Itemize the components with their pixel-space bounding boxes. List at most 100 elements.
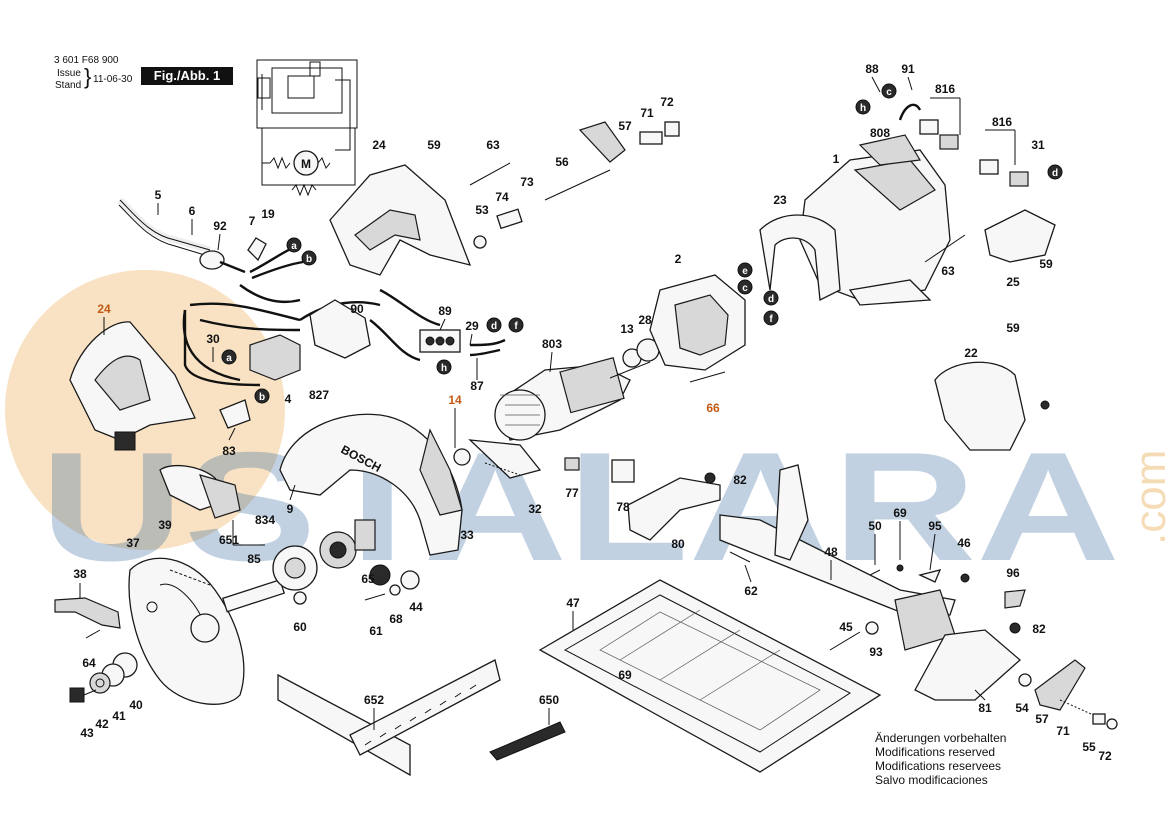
switch xyxy=(249,334,301,381)
bracket-81 xyxy=(914,629,1021,701)
svg-text:29: 29 xyxy=(465,319,479,333)
svg-text:23: 23 xyxy=(773,193,787,207)
screw-59-right xyxy=(1040,400,1050,410)
svg-text:650: 650 xyxy=(539,693,559,707)
part-96 xyxy=(1004,589,1026,609)
svg-text:827: 827 xyxy=(309,388,329,402)
connection-markers: a b a b d f h e c d f c h d xyxy=(221,83,1063,404)
power-cord xyxy=(117,197,304,280)
screw-82 xyxy=(704,472,716,484)
screw-45 xyxy=(829,631,861,651)
svg-text:95: 95 xyxy=(928,519,942,533)
washer-93 xyxy=(865,621,879,635)
svg-text:71: 71 xyxy=(640,106,654,120)
upper-blade-guard: BOSCH xyxy=(279,413,463,556)
lever-57-right xyxy=(1034,659,1086,711)
svg-text:6: 6 xyxy=(189,204,196,218)
motor-symbol: M xyxy=(301,157,311,171)
svg-text:55: 55 xyxy=(1082,740,1096,754)
sleeve-74 xyxy=(496,208,523,230)
leader-lines xyxy=(79,76,1016,730)
svg-text:30: 30 xyxy=(206,332,220,346)
screw-64 xyxy=(85,629,101,639)
svg-text:72: 72 xyxy=(1098,749,1112,763)
note-fr: Modifications reservees xyxy=(875,759,1002,773)
spindle-lock xyxy=(544,121,680,201)
svg-text:808: 808 xyxy=(870,126,890,140)
svg-text:651: 651 xyxy=(219,533,239,547)
issue-date: 11-06-30 xyxy=(93,74,133,85)
svg-text:816: 816 xyxy=(992,115,1012,129)
stand-label: Stand xyxy=(55,80,82,91)
svg-text:44: 44 xyxy=(409,600,423,614)
svg-text:59: 59 xyxy=(427,138,441,152)
svg-text:73: 73 xyxy=(520,175,534,189)
svg-text:28: 28 xyxy=(638,313,652,327)
svg-text:24: 24 xyxy=(97,302,111,316)
svg-text:22: 22 xyxy=(964,346,978,360)
note-es: Salvo modificaciones xyxy=(875,773,988,787)
part-72-right xyxy=(1106,718,1118,730)
parallel-rule xyxy=(277,659,501,777)
spring-39 xyxy=(169,569,211,586)
part-77 xyxy=(564,457,580,471)
svg-text:d: d xyxy=(491,321,497,332)
svg-text:77: 77 xyxy=(565,486,579,500)
armature xyxy=(494,357,651,441)
retracting-lever xyxy=(54,597,121,629)
part-95 xyxy=(918,569,942,583)
svg-text:87: 87 xyxy=(470,379,484,393)
svg-text:e: e xyxy=(742,266,748,277)
electronic-module xyxy=(309,299,371,359)
svg-text:803: 803 xyxy=(542,337,562,351)
svg-text:4: 4 xyxy=(285,392,292,406)
note-de: Änderungen vorbehalten xyxy=(875,731,1007,745)
svg-text:41: 41 xyxy=(112,709,126,723)
svg-text:54: 54 xyxy=(1015,701,1029,715)
hex-key xyxy=(489,721,566,761)
svg-text:53: 53 xyxy=(475,203,489,217)
svg-text:7: 7 xyxy=(249,214,256,228)
svg-text:82: 82 xyxy=(733,473,747,487)
fan-baffle xyxy=(759,214,841,302)
svg-text:42: 42 xyxy=(95,717,109,731)
screw-43 xyxy=(69,687,97,703)
svg-text:32: 32 xyxy=(528,502,542,516)
svg-text:h: h xyxy=(860,103,866,114)
svg-text:45: 45 xyxy=(839,620,853,634)
stator xyxy=(649,274,746,371)
svg-text:48: 48 xyxy=(824,545,838,559)
svg-text:83: 83 xyxy=(222,444,236,458)
svg-text:91: 91 xyxy=(901,62,915,76)
svg-text:59: 59 xyxy=(1039,257,1053,271)
svg-text:f: f xyxy=(514,321,518,332)
svg-text:61: 61 xyxy=(369,624,383,638)
svg-text:1: 1 xyxy=(833,152,840,166)
svg-text:31: 31 xyxy=(1031,138,1045,152)
svg-text:96: 96 xyxy=(1006,566,1020,580)
svg-text:f: f xyxy=(769,314,773,325)
screw-62 xyxy=(729,551,751,563)
screw-66 xyxy=(689,371,726,383)
svg-text:93: 93 xyxy=(869,645,883,659)
part-78 xyxy=(611,459,635,483)
watermark-suffix: .com xyxy=(1126,450,1169,545)
bracket-83 xyxy=(219,399,251,429)
parallel-guide xyxy=(719,464,956,651)
note-en: Modifications reserved xyxy=(875,745,996,759)
svg-text:a: a xyxy=(226,353,232,364)
part-14 xyxy=(453,448,471,466)
svg-text:69: 69 xyxy=(618,668,632,682)
svg-text:80: 80 xyxy=(671,537,685,551)
brush-holders xyxy=(898,103,1029,187)
svg-text:24: 24 xyxy=(372,138,386,152)
svg-text:63: 63 xyxy=(941,264,955,278)
svg-text:2: 2 xyxy=(675,252,682,266)
svg-text:60: 60 xyxy=(293,620,307,634)
svg-text:56: 56 xyxy=(555,155,569,169)
wiring-harness xyxy=(182,284,506,387)
cover-808 xyxy=(858,134,921,166)
svg-text:816: 816 xyxy=(935,82,955,96)
